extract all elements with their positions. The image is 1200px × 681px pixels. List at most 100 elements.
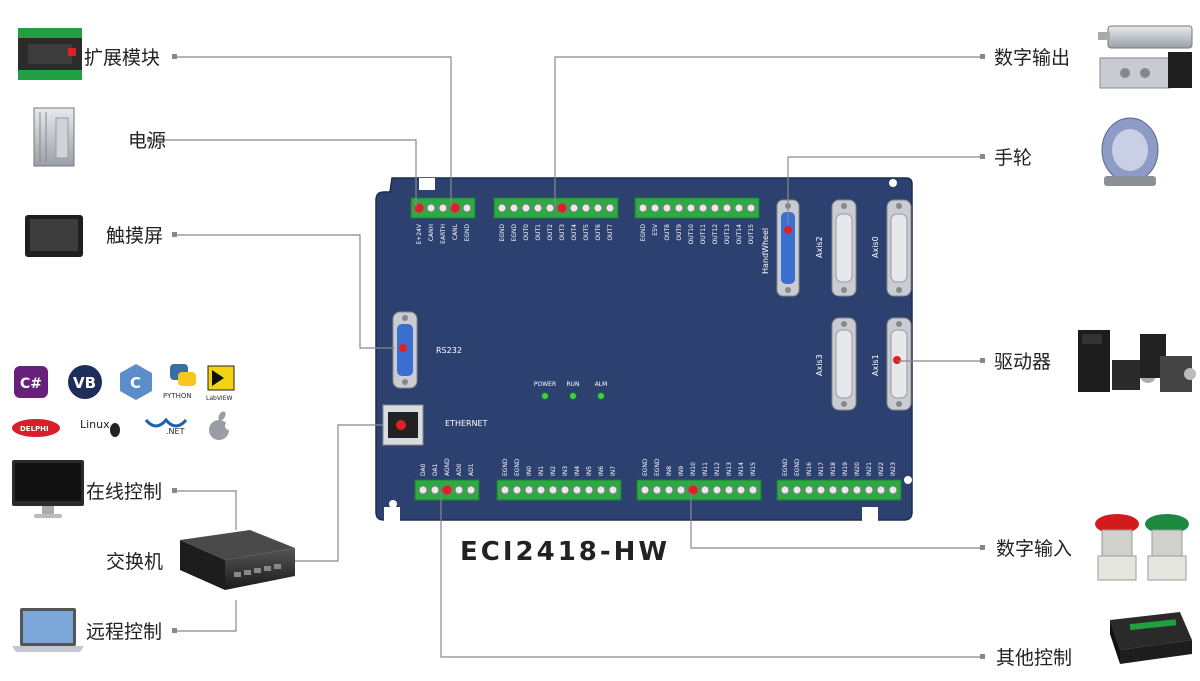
pin-label: OUT12 xyxy=(712,224,719,245)
terminal-screw xyxy=(864,485,874,495)
output-terminal-2[interactable] xyxy=(634,197,760,219)
pin-label: EARTH xyxy=(440,224,447,244)
led-label: RUN xyxy=(566,381,579,388)
pin-label: EGND xyxy=(640,224,647,242)
logo-grid: C# VB C PYTHON LabVIEW DELPHI Linux .NET xyxy=(12,364,235,440)
pin-label: IN0 xyxy=(526,466,533,476)
pin-label: AD0 xyxy=(456,463,463,476)
pin-label: IN1 xyxy=(538,466,545,476)
pin-label: IN23 xyxy=(890,462,897,476)
status-led xyxy=(569,392,577,400)
terminal-screw xyxy=(430,485,440,495)
pin-label: IN13 xyxy=(726,462,733,476)
pin-label: CANL xyxy=(452,223,459,240)
label-remote-control: 远程控制 xyxy=(86,621,162,643)
label-handwheel: 手轮 xyxy=(994,147,1032,169)
input-terminal-1[interactable] xyxy=(496,479,622,501)
terminal-screw xyxy=(687,484,699,496)
status-led xyxy=(597,392,605,400)
terminal-screw xyxy=(426,203,436,213)
pin-label: EGND xyxy=(654,458,661,476)
mount-notch xyxy=(419,178,435,190)
pin-label: OUT0 xyxy=(523,224,530,241)
pin-label: OUT1 xyxy=(535,224,542,241)
rs232-connector[interactable] xyxy=(392,311,418,389)
label-digital-output: 数字输出 xyxy=(994,47,1070,69)
terminal-screw xyxy=(698,203,708,213)
pin-label: EGND xyxy=(514,458,521,476)
terminal-screw xyxy=(676,485,686,495)
pin-label: IN10 xyxy=(690,462,697,476)
terminal-screw xyxy=(454,485,464,495)
terminal-screw xyxy=(548,485,558,495)
terminal-screw xyxy=(828,485,838,495)
pin-label: EGND xyxy=(499,224,506,242)
terminal-screw xyxy=(521,203,531,213)
rs232-port-label: RS232 xyxy=(436,346,462,355)
axis2-connector[interactable] xyxy=(831,199,857,297)
terminal-screw xyxy=(449,202,461,214)
mount-hole xyxy=(389,500,397,508)
input-terminal-3[interactable] xyxy=(776,479,902,501)
python-logo-text: PYTHON xyxy=(163,392,192,400)
terminal-screw xyxy=(700,485,710,495)
terminal-screw xyxy=(545,203,555,213)
terminal-screw xyxy=(524,485,534,495)
label-switch: 交换机 xyxy=(106,551,163,573)
pin-label: IN9 xyxy=(678,466,685,476)
axis0-connector[interactable] xyxy=(886,199,912,297)
pin-label: IN11 xyxy=(702,462,709,476)
terminal-screw xyxy=(581,203,591,213)
terminal-screw xyxy=(840,485,850,495)
terminal-screw xyxy=(736,485,746,495)
pin-label: OUT11 xyxy=(700,224,707,245)
terminal-screw xyxy=(466,485,476,495)
terminal-screw xyxy=(712,485,722,495)
ethernet-port-label: ETHERNET xyxy=(445,419,488,428)
network-switch-icon xyxy=(180,530,295,590)
axis1-port-label: Axis1 xyxy=(871,354,880,376)
pin-label: EGND xyxy=(502,458,509,476)
label-touchscreen: 触摸屏 xyxy=(106,225,163,247)
terminal-screw xyxy=(650,203,660,213)
vb-logo-text: VB xyxy=(73,374,96,392)
terminal-screw xyxy=(596,485,606,495)
air-cylinder-valve-icon xyxy=(1098,25,1193,89)
output-terminal-1[interactable] xyxy=(493,197,619,219)
pin-label: IN19 xyxy=(842,462,849,476)
pin-label: AGND xyxy=(444,458,451,476)
pin-label: EGND xyxy=(782,458,789,476)
pin-label: IN3 xyxy=(562,466,569,476)
axis3-connector[interactable] xyxy=(831,317,857,411)
pin-label: IN12 xyxy=(714,462,721,476)
apple-icon xyxy=(209,411,233,440)
pin-label: DA1 xyxy=(432,463,439,476)
terminal-screw xyxy=(608,485,618,495)
model-name: ECI2418-HW xyxy=(460,537,670,567)
terminal-screw xyxy=(746,203,756,213)
pin-label: IN5 xyxy=(586,466,593,476)
plc-module-icon xyxy=(1110,612,1192,664)
handwheel-connector[interactable] xyxy=(776,199,800,297)
delphi-logo-text: DELPHI xyxy=(20,425,49,433)
terminal-screw xyxy=(804,485,814,495)
csharp-logo-text: C# xyxy=(20,376,42,392)
axis0-port-label: Axis0 xyxy=(871,236,880,258)
pin-label: AD1 xyxy=(468,463,475,476)
ethernet-port[interactable] xyxy=(382,404,424,446)
terminal-screw xyxy=(584,485,594,495)
label-expansion-module: 扩展模块 xyxy=(84,47,160,69)
linux-logo-text: Linux xyxy=(80,418,110,431)
axis1-connector[interactable] xyxy=(886,317,912,411)
axis3-port-label: Axis3 xyxy=(815,354,824,376)
terminal-screw xyxy=(852,485,862,495)
touchscreen-icon xyxy=(25,215,83,257)
dotnet-logo-icon xyxy=(144,417,188,428)
terminal-screw xyxy=(674,203,684,213)
pin-label: OUT6 xyxy=(595,224,602,241)
label-driver: 驱动器 xyxy=(994,351,1051,373)
input-terminal-2[interactable] xyxy=(636,479,762,501)
